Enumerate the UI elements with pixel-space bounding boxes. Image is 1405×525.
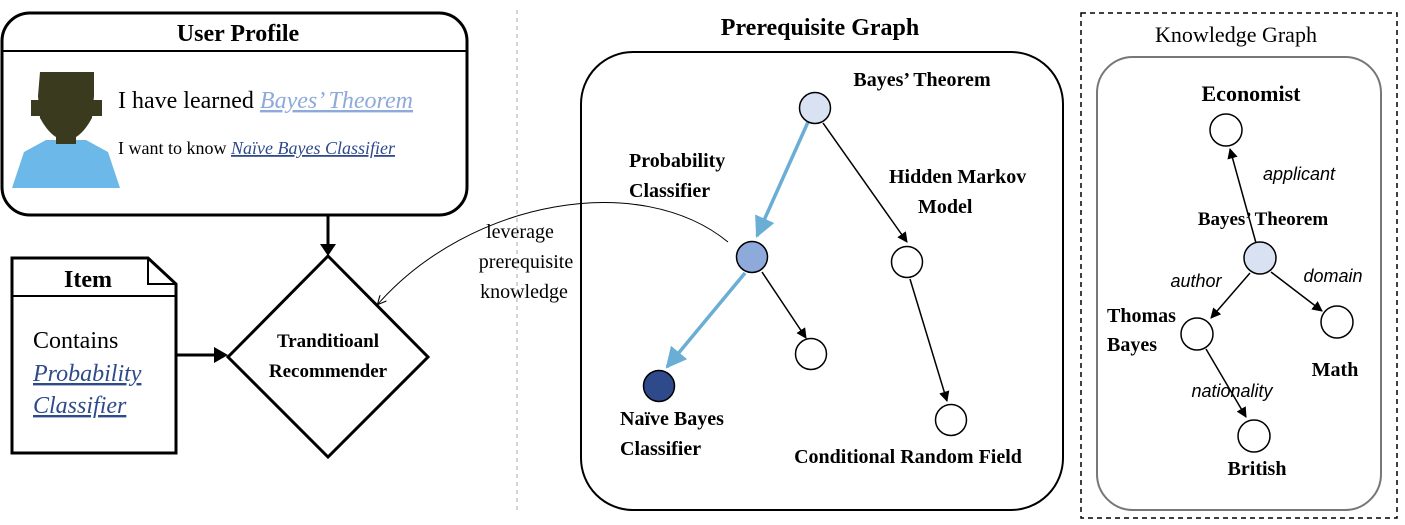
item-title: Item	[64, 267, 112, 293]
kg-edge-nationality	[1205, 348, 1247, 418]
edge-bayes-to-probability	[755, 121, 810, 238]
kg-node-bayes-theorem[interactable]	[1243, 241, 1277, 275]
kg-node-british[interactable]	[1237, 419, 1271, 453]
learned-topic-link[interactable]: Bayes’ Theorem	[260, 88, 413, 114]
edge-probability-to-leaf	[761, 271, 807, 339]
leverage-note-line2: prerequisite	[479, 251, 574, 273]
node-naive-bayes[interactable]	[642, 369, 676, 403]
kg-label-economist: Economist	[1202, 81, 1302, 106]
leverage-note-line1: leverage	[486, 221, 554, 243]
kg-edge-label-domain: domain	[1303, 266, 1362, 286]
label-probability-line1: Probability	[629, 150, 725, 172]
kg-label-thomas-line2: Bayes	[1107, 334, 1157, 356]
learned-prefix: I have learned	[118, 88, 260, 114]
item-contains-label: Contains	[33, 328, 118, 354]
edge-hmm-to-crf	[909, 278, 950, 403]
prerequisite-graph-panel: Prerequisite Graph Bayes’ Theorem Probab…	[580, 15, 1064, 511]
item-card: Item Contains Probability Classifier	[10, 256, 178, 455]
item-link-line1[interactable]: Probability	[32, 361, 142, 387]
node-crf[interactable]	[934, 403, 968, 437]
want-topic-link[interactable]: Naïve Bayes Classifier	[230, 138, 396, 158]
profile-arrowhead	[320, 244, 336, 256]
recommender-line1: Tranditioanl	[277, 331, 379, 352]
leverage-note-line3: knowledge	[480, 281, 568, 303]
node-hidden-markov-model[interactable]	[890, 245, 924, 279]
recommender-line2: Recommender	[269, 361, 388, 382]
want-sentence: I want to know Naïve Bayes Classifier	[118, 138, 396, 158]
kg-edge-label-applicant: applicant	[1263, 164, 1336, 184]
item-link-line2[interactable]: Classifier	[33, 393, 127, 419]
kg-edge-label-nationality: nationality	[1191, 381, 1273, 401]
kg-node-math[interactable]	[1320, 305, 1354, 339]
label-hmm-line2: Model	[918, 196, 973, 218]
want-prefix: I want to know	[118, 138, 231, 158]
knowledge-graph-panel: Knowledge Graph Economist Bayes’ Theorem…	[1080, 12, 1398, 519]
user-profile-panel: User Profile I have learned Bayes’ Theor…	[0, 11, 469, 217]
edge-bayes-to-hmm	[822, 122, 908, 243]
item-arrowhead	[214, 347, 228, 363]
kg-edge-applicant	[1227, 147, 1257, 244]
label-bayes-theorem: Bayes’ Theorem	[853, 69, 991, 91]
node-bayes-theorem[interactable]	[798, 91, 832, 125]
leverage-arrow	[378, 202, 729, 304]
label-probability-line2: Classifier	[629, 180, 710, 202]
kg-label-math: Math	[1312, 359, 1359, 381]
recommender-node: Tranditioanl Recommender	[225, 253, 431, 460]
person-icon	[12, 72, 120, 188]
kg-node-economist[interactable]	[1209, 113, 1243, 147]
node-probability-classifier[interactable]	[735, 240, 769, 274]
kg-label-thomas-line1: Thomas	[1107, 305, 1176, 327]
label-crf: Conditional Random Field	[794, 446, 1022, 468]
kg-node-thomas-bayes[interactable]	[1180, 317, 1214, 351]
label-hmm-line1: Hidden Markov	[889, 166, 1026, 188]
learned-sentence: I have learned Bayes’ Theorem	[118, 88, 413, 114]
node-unlabeled-leaf[interactable]	[794, 337, 828, 371]
prerequisite-graph-title: Prerequisite Graph	[721, 15, 919, 41]
kg-edge-author	[1210, 272, 1251, 319]
kg-label-bayes-theorem: Bayes’ Theorem	[1198, 209, 1329, 230]
label-naive-line1: Naïve Bayes	[620, 408, 724, 430]
label-naive-line2: Classifier	[620, 438, 701, 460]
kg-edge-label-author: author	[1170, 271, 1222, 291]
knowledge-graph-title: Knowledge Graph	[1155, 22, 1317, 47]
kg-label-british: British	[1228, 458, 1287, 480]
edge-probability-to-naive	[665, 271, 747, 369]
user-profile-title: User Profile	[177, 21, 300, 47]
kg-edge-domain	[1270, 271, 1323, 312]
